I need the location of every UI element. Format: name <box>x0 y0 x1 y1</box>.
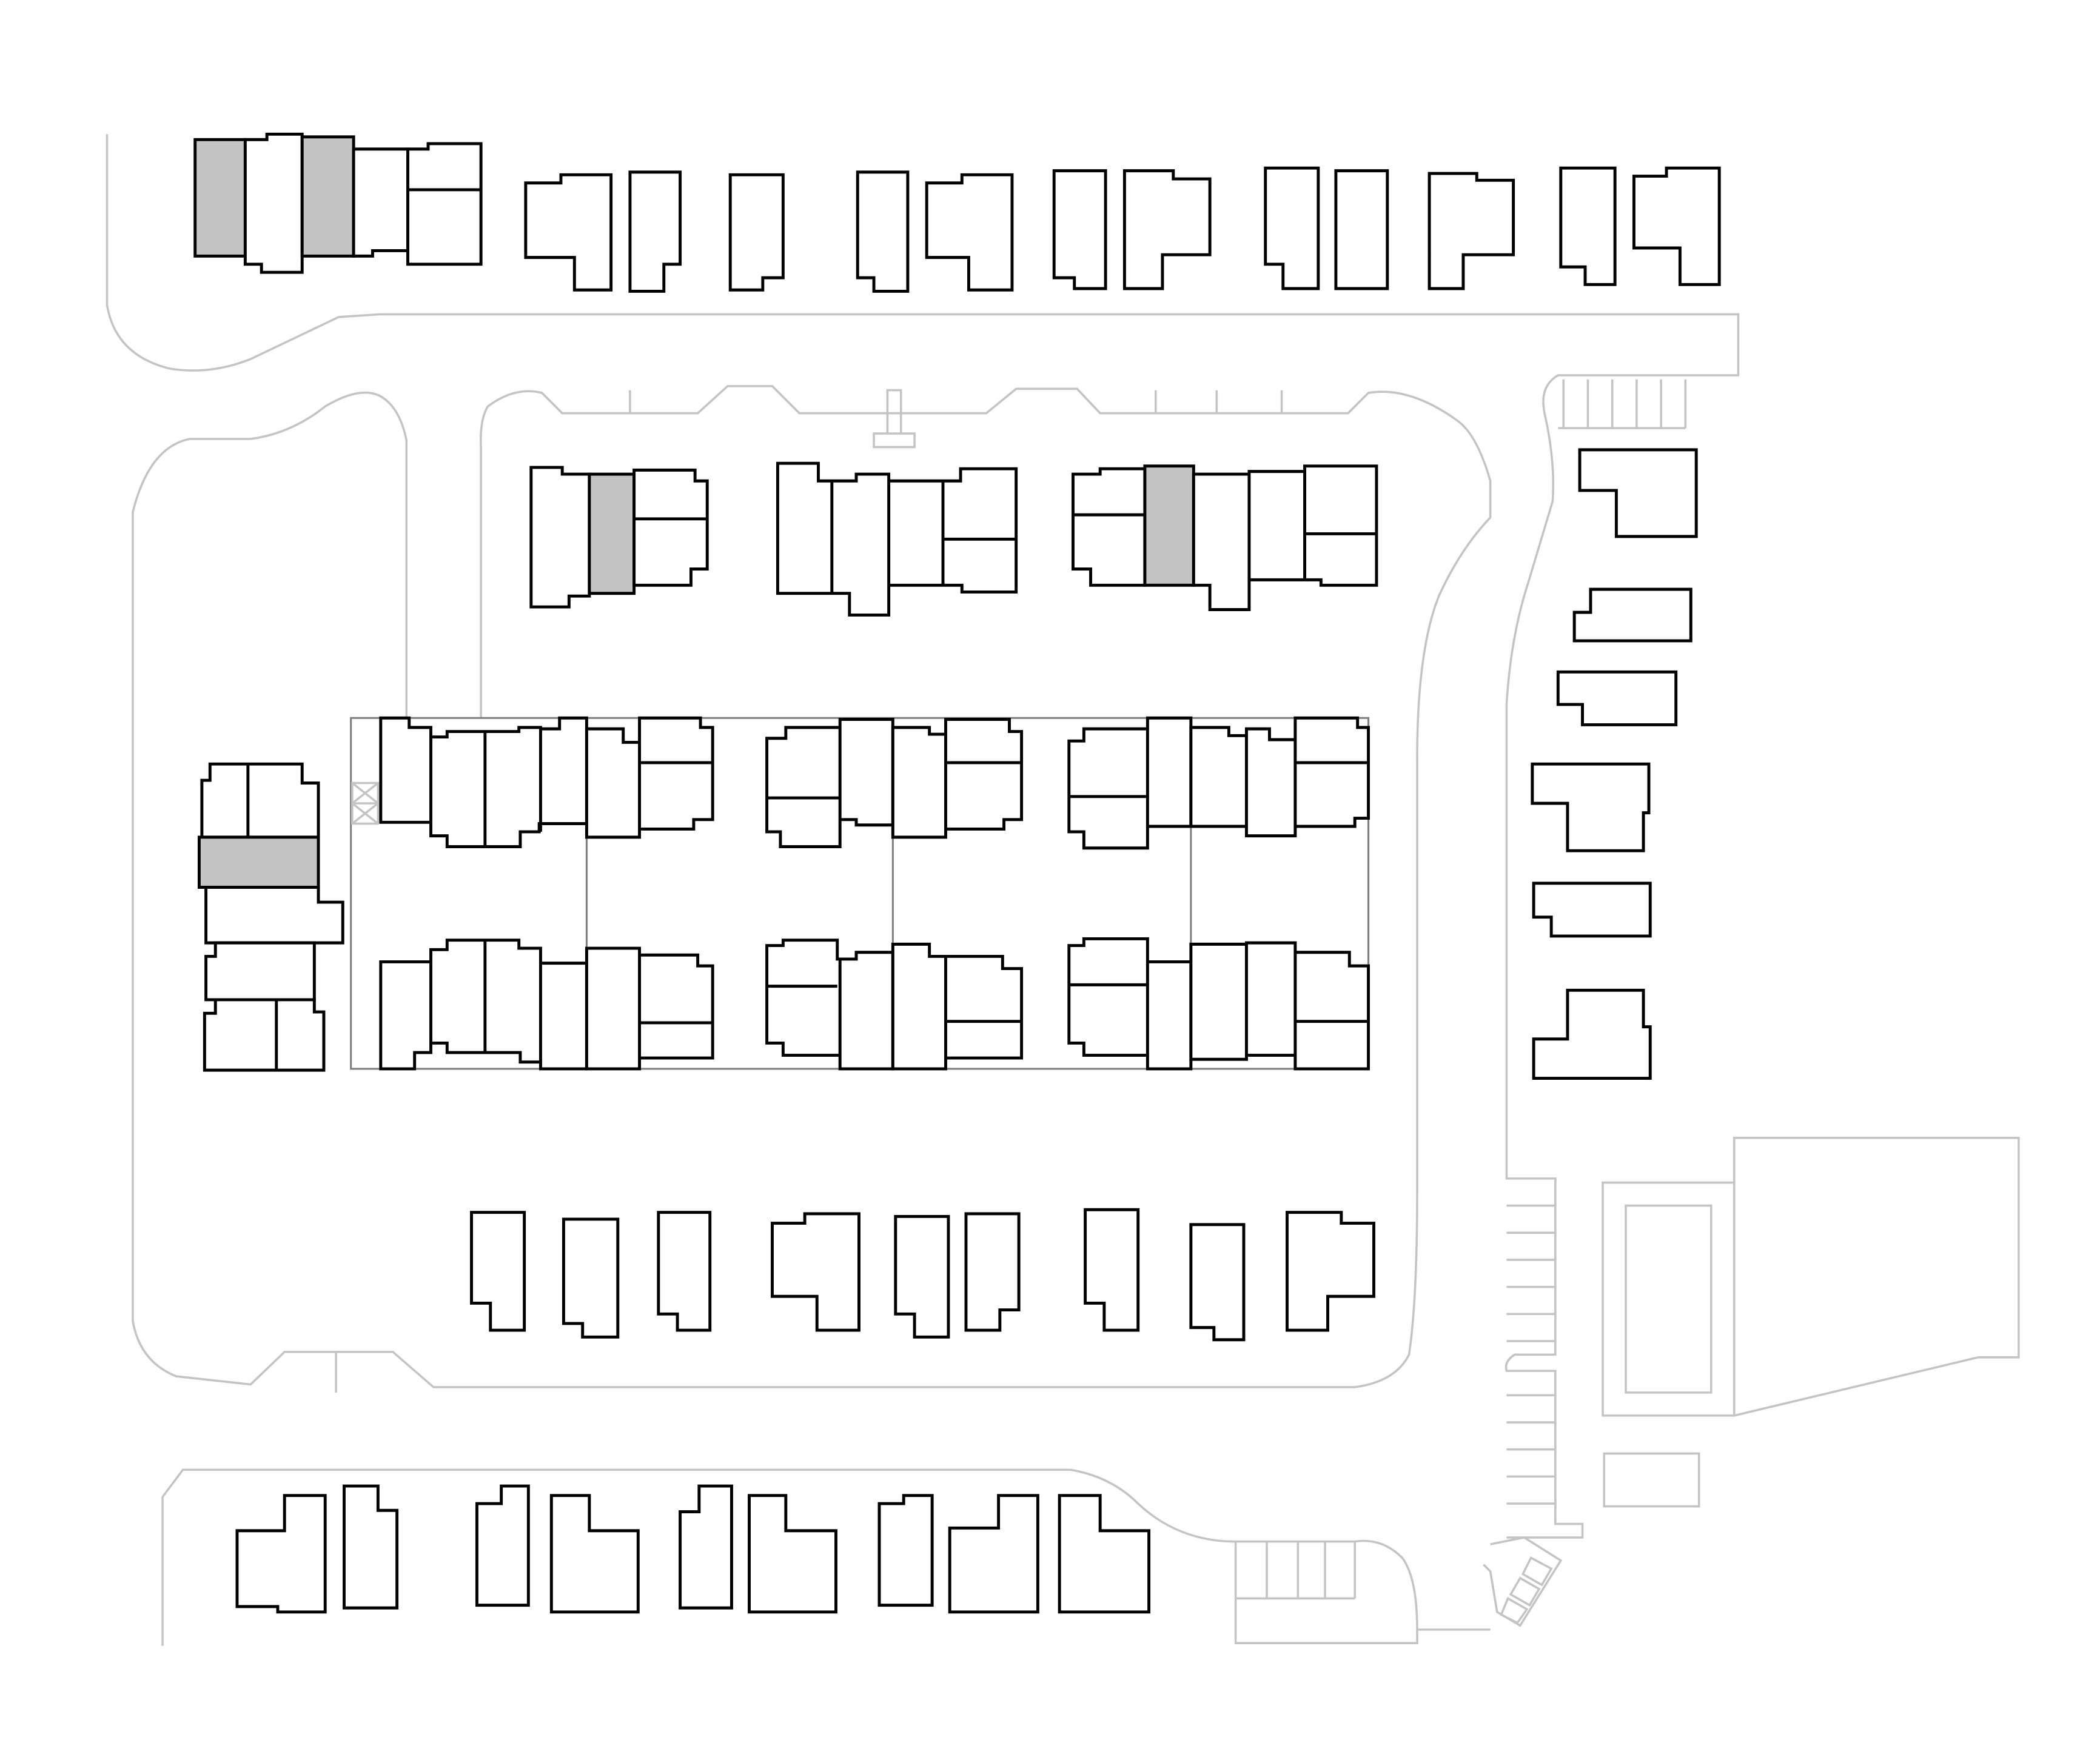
unit-highlighted <box>300 135 355 258</box>
building <box>728 173 785 292</box>
building <box>352 147 409 258</box>
building <box>964 1212 1021 1332</box>
south-lot <box>1234 1541 1418 1644</box>
building <box>1189 716 1370 838</box>
building <box>679 1484 733 1610</box>
building <box>379 716 588 848</box>
building <box>1058 1494 1151 1614</box>
building <box>1559 166 1617 286</box>
building <box>204 941 316 1002</box>
building <box>891 942 1024 1071</box>
building <box>243 132 304 274</box>
parking-stalls-north <box>629 379 1687 449</box>
building <box>1286 1211 1375 1332</box>
building <box>1189 1223 1246 1342</box>
roads-and-curbs <box>106 134 2020 1646</box>
unit-highlighted <box>197 835 320 889</box>
building <box>585 946 714 1071</box>
building <box>948 1494 1039 1614</box>
building <box>204 886 344 945</box>
buildings-south-row <box>235 1484 1151 1614</box>
road-inner-loop <box>132 385 1492 1388</box>
building <box>925 173 1014 292</box>
building <box>748 1494 837 1614</box>
building <box>1072 467 1147 587</box>
building <box>1067 716 1193 850</box>
building <box>235 1494 327 1614</box>
building <box>1532 882 1652 938</box>
building <box>200 762 320 839</box>
building <box>475 1484 530 1607</box>
building <box>1572 587 1692 643</box>
east-facility <box>1602 1137 2020 1508</box>
building <box>1556 670 1678 726</box>
building <box>562 1217 620 1339</box>
buildings-north-row <box>193 132 1721 293</box>
building <box>585 716 714 839</box>
unit-highlighted <box>193 138 247 258</box>
buildings-west <box>197 762 344 1072</box>
building <box>856 170 910 293</box>
parking-stalls-east <box>335 1204 1555 1505</box>
building <box>1334 169 1389 290</box>
road-north <box>106 134 1740 1539</box>
building <box>470 1211 526 1332</box>
building <box>657 1211 712 1332</box>
building <box>1578 448 1698 538</box>
building <box>1264 166 1320 290</box>
building <box>771 1212 860 1332</box>
buildings-second-row <box>529 461 1378 617</box>
building <box>632 468 709 587</box>
building <box>1531 762 1651 852</box>
mailbox-icon <box>351 781 380 825</box>
unit-highlighted <box>1143 464 1195 587</box>
building <box>406 142 483 266</box>
building <box>1067 937 1193 1071</box>
building <box>1084 1208 1140 1332</box>
building <box>1632 166 1721 286</box>
building <box>549 1494 640 1614</box>
unit-highlighted <box>588 472 636 595</box>
gazebo <box>1483 1536 1563 1627</box>
building <box>765 939 894 1071</box>
building <box>379 939 588 1071</box>
building <box>1532 988 1652 1080</box>
building <box>1122 169 1212 290</box>
building <box>1192 464 1378 611</box>
road-south <box>161 1468 1491 1646</box>
building <box>1052 169 1107 290</box>
building <box>628 170 682 293</box>
buildings-central-blocks <box>379 716 1370 1071</box>
buildings-south-inner-row <box>470 1208 1375 1342</box>
building <box>524 173 613 292</box>
building <box>894 1214 950 1339</box>
building <box>1427 172 1515 290</box>
buildings-east <box>1531 448 1698 1080</box>
building <box>1189 941 1370 1071</box>
building <box>776 461 1018 617</box>
building <box>343 1484 399 1610</box>
building <box>765 718 894 848</box>
building <box>891 718 1024 839</box>
building <box>203 998 326 1072</box>
building <box>529 466 591 609</box>
building <box>877 1494 934 1607</box>
